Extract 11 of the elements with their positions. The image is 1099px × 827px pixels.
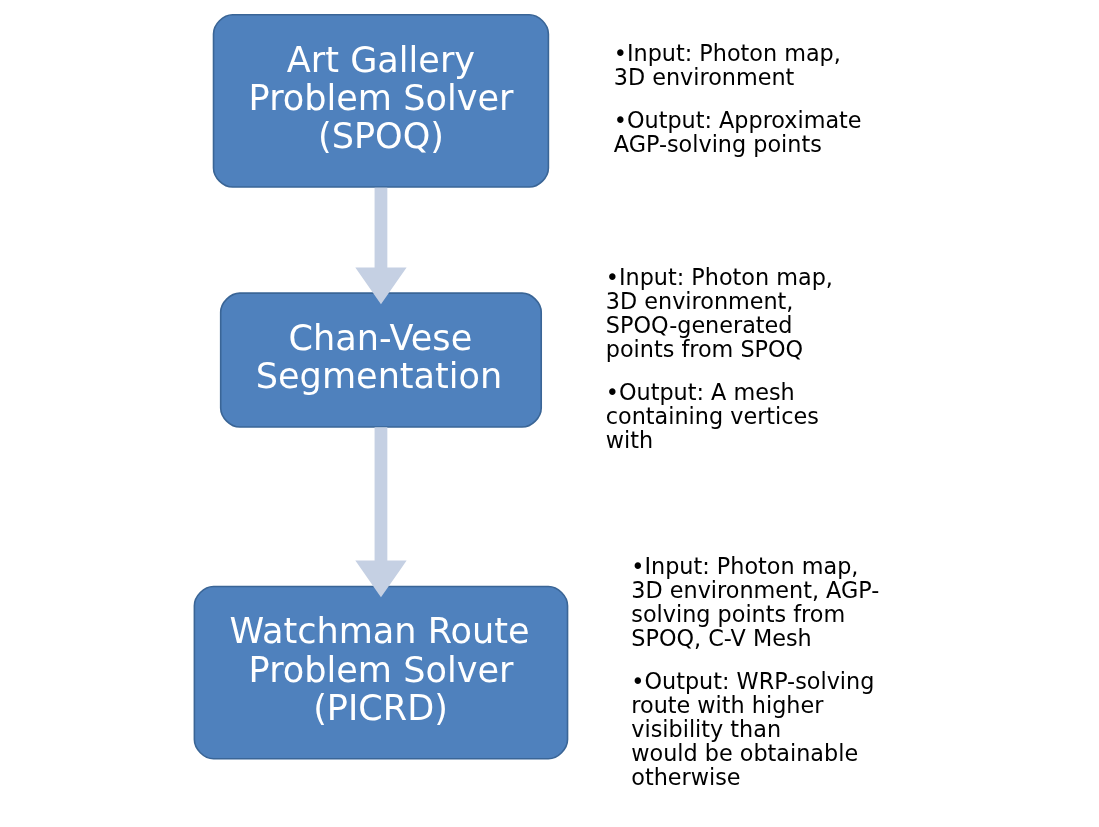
node-label: •Input: Photon map, 3D environment, SPOQ-generated points from SPOQ	[605, 264, 833, 363]
node-label: •Input: Photon map, 3D environment, AGP-solving points from SPOQ, C-V Mesh	[630, 553, 879, 651]
node-label: •Output: WRP-solving route with higher visibility than would be obtainable otherwise	[630, 667, 874, 790]
node-label: •Output: Approximate AGP-solving points	[613, 107, 862, 158]
arrow	[354, 187, 407, 305]
node-box: Watchman Route Problem Solver (PICRD)	[193, 585, 568, 760]
node-box: Art Gallery Problem Solver (SPOQ)	[212, 14, 549, 188]
node-label: •Output: A mesh containing vertices with	[605, 379, 819, 454]
node-box: Chan-Vese Segmentation	[219, 292, 542, 428]
node-label: •Input: Photon map, 3D environment	[613, 40, 841, 91]
arrow	[354, 427, 407, 598]
